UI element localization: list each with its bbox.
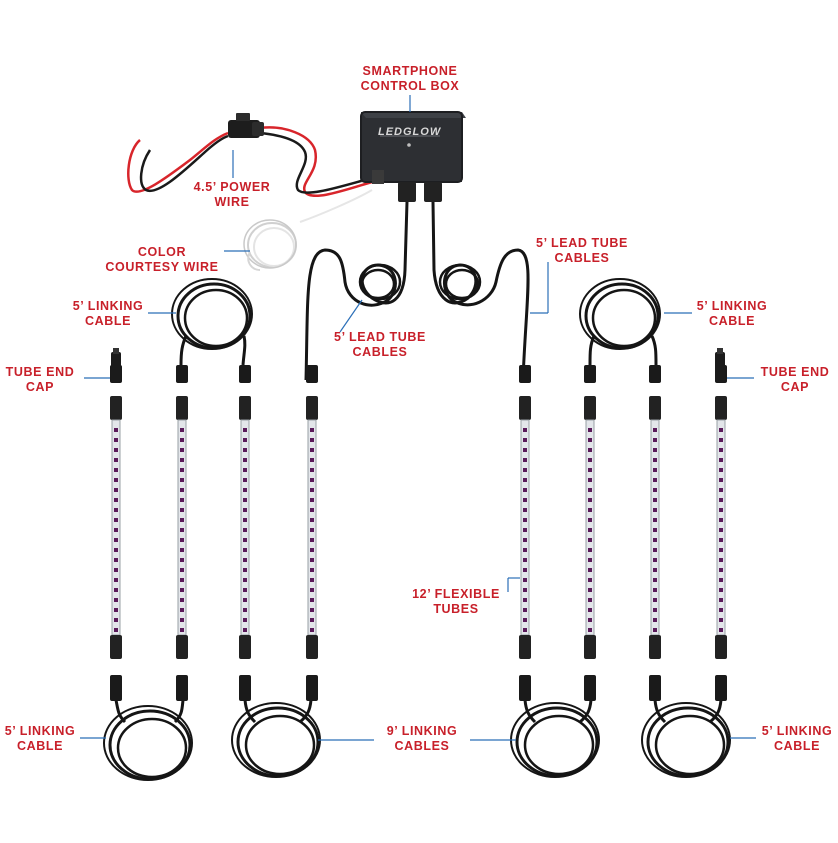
control-box	[360, 111, 466, 202]
led-tube	[176, 365, 188, 701]
led-tube	[519, 365, 531, 701]
tubes	[110, 365, 727, 701]
led-tube	[649, 365, 661, 701]
bottom-linking-coil-2	[231, 699, 321, 778]
control-box-brand: LEDGLOW	[378, 126, 442, 138]
leader-lines	[80, 95, 756, 741]
power-wire	[127, 113, 373, 197]
courtesy-wire	[243, 189, 373, 271]
tube-end-cap	[715, 348, 725, 382]
lead-cables	[304, 201, 530, 381]
bottom-linking-coil-3	[510, 699, 600, 778]
led-tube	[715, 365, 727, 701]
end-caps	[111, 348, 725, 382]
top-linking-coil-right	[579, 278, 661, 366]
led-tube	[110, 365, 122, 701]
bottom-linking-coil-4	[641, 699, 731, 778]
top-linking-coil-left	[171, 278, 253, 366]
tube-end-cap	[111, 348, 121, 382]
led-tube	[584, 365, 596, 701]
bottom-linking-coil-1	[103, 699, 193, 781]
led-tube	[306, 365, 318, 701]
led-tube	[239, 365, 251, 701]
